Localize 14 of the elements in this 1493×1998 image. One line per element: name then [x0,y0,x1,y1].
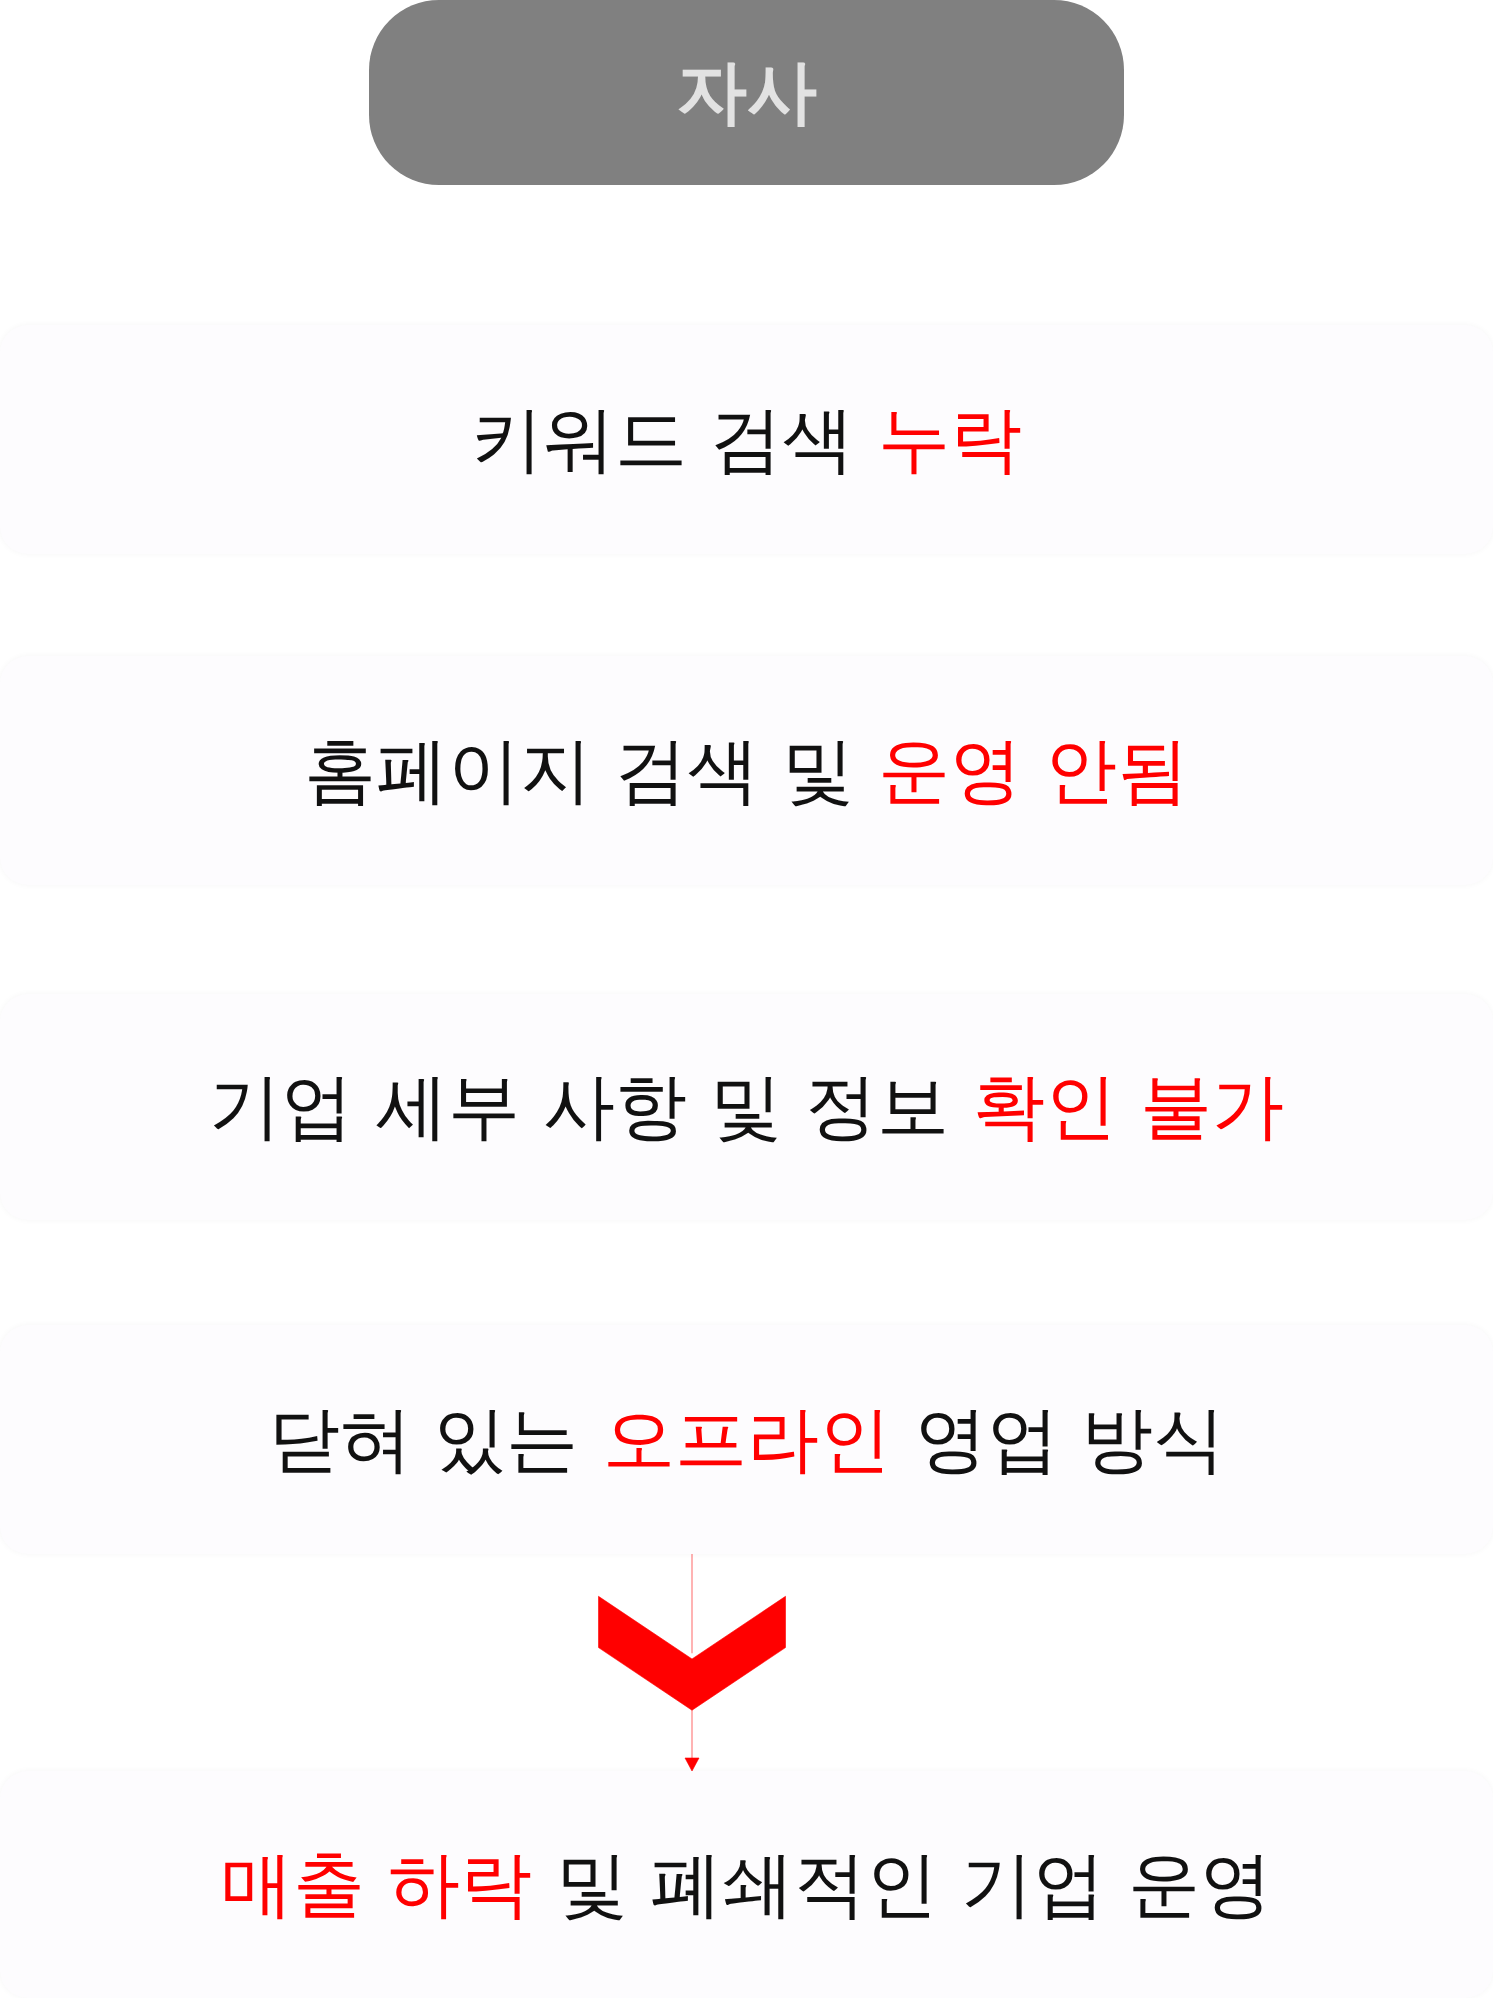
chevron-arrow [598,1553,786,1772]
result-card [0,1771,1493,1998]
statement-text: 홈페이지 검색 및 [304,726,854,814]
header-label: 자사 [676,49,817,135]
statement-text: 영업 방식 [914,1395,1226,1483]
statement-text: 키워드 검색 [471,395,854,483]
statement-text: 누락 [877,395,1022,483]
statement-text: 및 폐쇄적인 기업 운영 [555,1840,1273,1928]
statement-text: 오프라인 [602,1395,891,1483]
statement-text: 닫혀 있는 [267,1395,579,1483]
statement-text: 기업 세부 사항 및 정보 [209,1063,949,1150]
statement-text: 매출 하락 [220,1840,532,1928]
statement-text: 운영 안됨 [877,726,1189,814]
statement-text: 확인 불가 [972,1063,1284,1150]
